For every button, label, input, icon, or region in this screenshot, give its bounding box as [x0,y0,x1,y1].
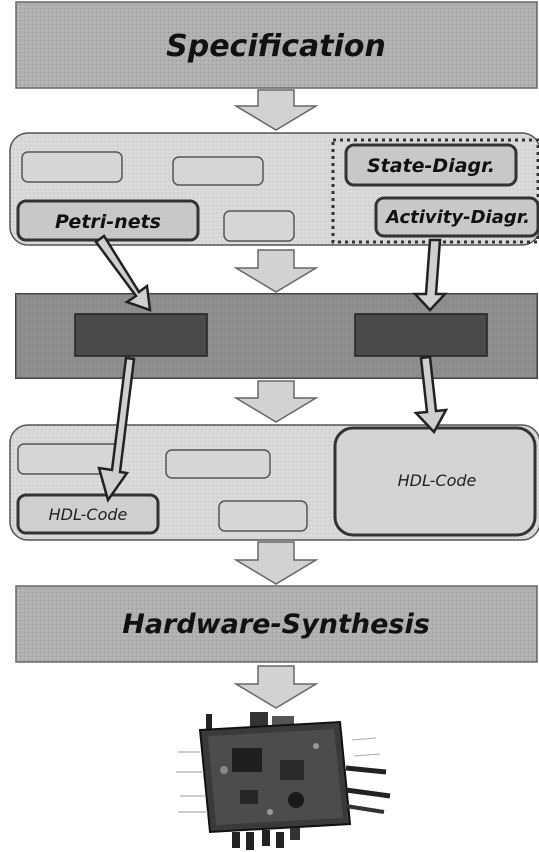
down-arrow-1 [233,89,319,131]
model-box-empty-1 [21,151,123,183]
uml-region [331,138,539,244]
activity-diagram-label: Activity-Diagr. [384,207,530,228]
down-arrow-5 [233,665,319,709]
transform-block-left [74,313,208,357]
state-diagram-label: State-Diagr. [367,155,495,177]
flow-arrow-petri-to-transform [94,234,152,312]
hardware-synthesis-title: Hardware-Synthesis [122,609,430,640]
model-box-empty-2 [172,156,264,186]
transform-block-right [354,313,488,357]
models-container: Petri-nets State-Diagr. Activity-Diagr. [9,132,539,246]
model-box-empty-3 [223,210,295,242]
hdl-code-right-box: HDL-Code [333,426,537,537]
circuit-board-image [176,712,391,850]
state-diagram-box: State-Diagr. [344,143,518,187]
activity-diagram-box: Activity-Diagr. [374,196,539,238]
specification-box: Specification [15,1,538,89]
petri-nets-label: Petri-nets [55,211,161,233]
code-container: HDL-Code HDL-Code [9,424,539,541]
down-arrow-4 [233,541,319,585]
down-arrow-3 [233,380,319,423]
flow-arrow-activity-to-transform [412,238,448,312]
hdl-code-left-label: HDL-Code [49,505,128,524]
flow-arrow-transform-to-hdl-left [97,356,136,503]
hardware-synthesis-box: Hardware-Synthesis [15,585,538,663]
flow-arrow-transform-to-hdl-right [413,355,449,435]
down-arrow-2 [233,249,319,293]
code-box-empty-3 [218,500,308,532]
petri-nets-box: Petri-nets [16,199,200,242]
specification-title: Specification [166,29,386,64]
transformation-band [15,293,538,379]
hdl-code-right-label: HDL-Code [398,471,477,490]
hdl-code-left-box: HDL-Code [16,493,160,535]
code-box-empty-2 [165,449,271,479]
